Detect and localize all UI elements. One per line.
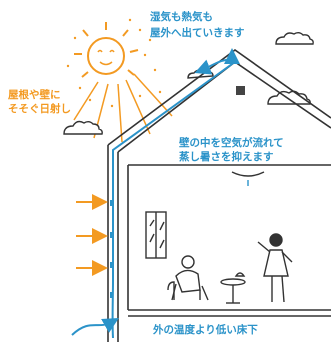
airflow-path xyxy=(111,48,240,339)
sun-icon xyxy=(74,22,139,78)
wall-caption-line2: 蒸し暑さを抑えます xyxy=(176,150,277,164)
lamp-icon xyxy=(231,171,265,177)
table xyxy=(220,272,246,304)
seated-person xyxy=(167,255,209,301)
roof-caption-line2: 屋外へ出ていきます xyxy=(150,27,245,39)
cool-air-in xyxy=(71,318,119,336)
heat-arrows xyxy=(76,194,108,276)
sun-caption-line2: そそぐ日射し xyxy=(8,103,71,115)
standing-person xyxy=(257,233,293,303)
airflow-exit xyxy=(194,58,233,75)
airflow xyxy=(71,48,240,339)
ray xyxy=(117,83,123,143)
air-dashes xyxy=(110,200,112,298)
roof-caption-line1: 湿気も熱気も xyxy=(150,11,213,23)
ray xyxy=(73,81,99,121)
interior xyxy=(145,171,293,304)
wall-caption-line1: 壁の中を空気が流れて xyxy=(176,136,287,150)
sun-caption-line1: 屋根や壁に xyxy=(8,89,61,101)
house-outline xyxy=(107,49,331,342)
ray xyxy=(133,73,173,117)
vent-icon xyxy=(236,86,245,95)
sun-dots xyxy=(66,18,162,108)
cloud-icon xyxy=(63,32,314,135)
sunlight-rays xyxy=(73,73,173,143)
floor-caption: 外の温度より低い床下 xyxy=(150,323,261,337)
